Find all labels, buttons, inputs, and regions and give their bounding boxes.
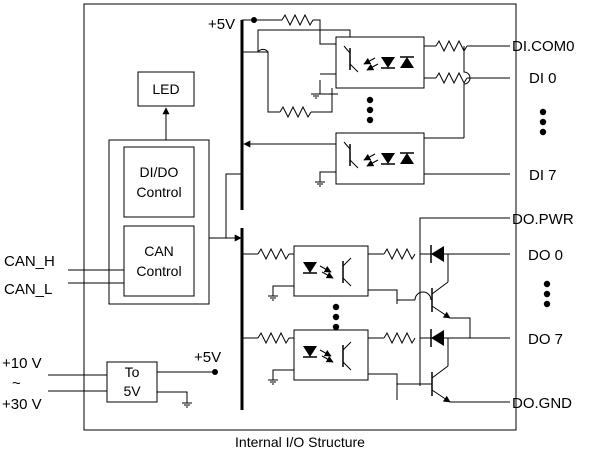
top-5v-label: +5V [208,16,235,33]
do-ellipsis-dot-1 [332,303,340,311]
conv-ground-icon [181,402,193,408]
do-pwr-rail [419,217,510,386]
do0-optocoupler [293,245,369,297]
can-h-label: CAN_H [4,253,55,270]
di7-optocoupler [335,132,425,185]
di-com-resistor-icon [435,39,468,53]
di7-label: DI 7 [529,167,557,184]
di-right-dot-1 [539,108,547,116]
can-control-block: CAN Control [123,225,195,297]
do7-output-resistor-icon [383,331,416,345]
do7-resistor-icon [257,331,290,345]
do7-transistor-icon [431,338,451,403]
control-to-di-bus [209,173,241,239]
do-ellipsis-dot-3 [332,323,340,331]
di0-optocoupler [335,36,425,89]
di-ellipsis-dot-1 [366,96,374,104]
can-l-label: CAN_L [4,281,52,298]
converter-label-1: To [125,364,140,380]
can-label-2: Control [136,263,181,279]
do7-ground-icon [267,379,279,385]
di-com-label: DI.COM0 [512,38,575,55]
do0-ground-icon [267,295,279,301]
do0-output-resistor-icon [383,247,416,261]
di0-resistor-icon [279,105,312,119]
do-gnd-label: DO.GND [512,395,572,412]
dido-label-2: Control [136,184,181,200]
bottom-5v-label: +5V [194,349,221,366]
di-right-dot-2 [539,118,547,126]
led-block: LED [137,71,195,107]
led-label: LED [152,81,179,97]
do0-label: DO 0 [528,247,563,264]
diagram-caption: Internal I/O Structure [235,434,365,450]
do-right-dot-2 [543,290,551,298]
dido-label-1: DI/DO [140,164,179,180]
di-ellipsis-dot-2 [366,106,374,114]
di0-label: DI 0 [529,70,557,87]
di-right-dot-3 [539,128,547,136]
do0-transistor-icon [431,254,451,319]
do0-resistor-icon [257,247,290,261]
do-pwr-label: DO.PWR [512,211,574,228]
vin-tilde-label: ~ [12,375,21,392]
do-right-dot-1 [543,280,551,288]
can-label-1: CAN [144,243,174,259]
di-ellipsis-dot-3 [366,116,374,124]
pullup-resistor-icon [281,13,314,27]
conv-5v-node [212,369,218,375]
do0-flyback-diode-icon [430,245,444,263]
di0-ground-icon [310,93,322,99]
di7-ground-icon [314,181,326,187]
converter-label-2: 5V [123,383,141,399]
vin-low-label: +30 V [2,396,42,413]
do-right-dot-3 [543,300,551,308]
conv-gnd-wire [157,391,188,403]
vin-high-label: +10 V [2,355,42,372]
do7-flyback-diode-icon [430,329,444,347]
dido-control-block: DI/DO Control [123,146,195,218]
di0-input-resistor-icon [435,71,468,85]
converter-block: To 5V [106,361,158,403]
do7-label: DO 7 [528,331,563,348]
do7-optocoupler [293,329,369,381]
do-ellipsis-dot-2 [332,313,340,321]
module-outline [83,3,517,431]
